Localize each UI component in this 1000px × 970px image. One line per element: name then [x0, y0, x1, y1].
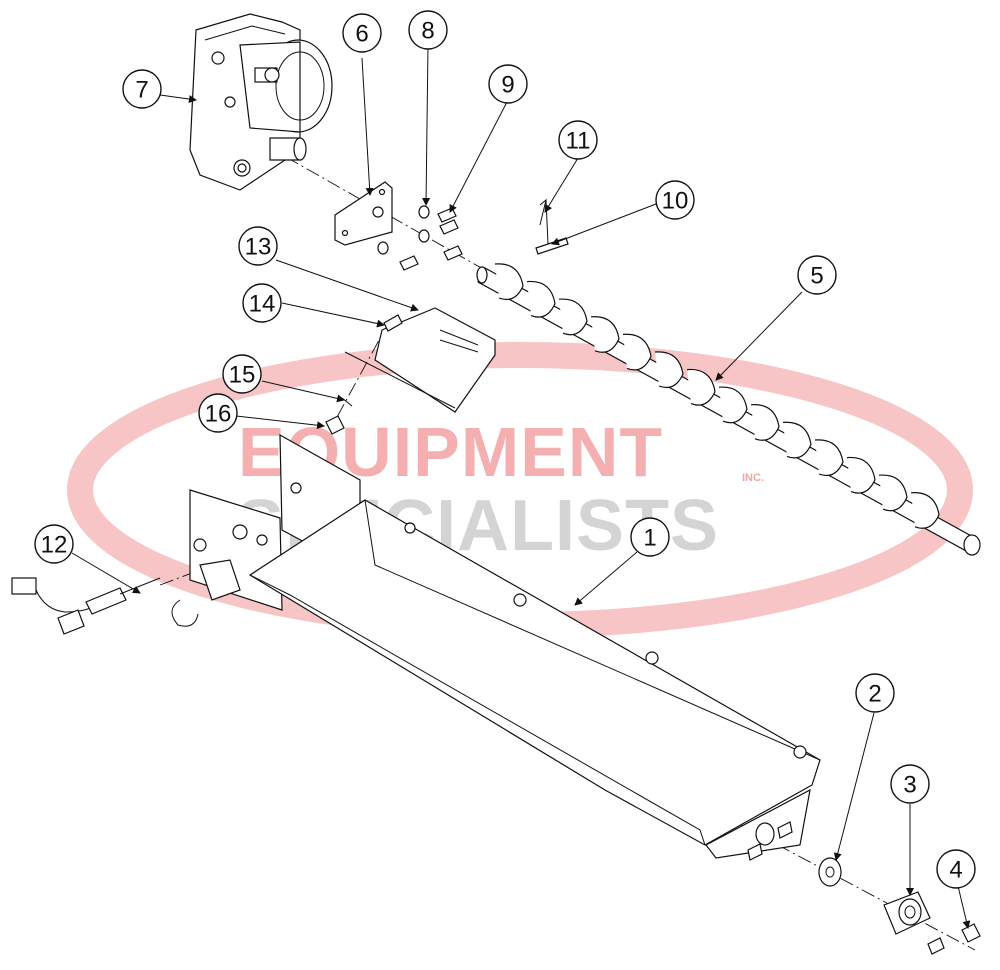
callout-number-5: 5 — [810, 263, 823, 290]
part-13-shield — [344, 307, 496, 413]
callout-bubble-12 — [34, 524, 74, 564]
callout-bubble-7 — [122, 69, 162, 109]
part-14-screw — [383, 314, 403, 332]
part-5-auger — [476, 263, 981, 556]
callout-number-13: 13 — [245, 234, 272, 261]
auger-flight — [686, 368, 716, 406]
auger-flight — [622, 333, 652, 371]
part-2-spacer — [818, 857, 842, 887]
callout-bubble-1 — [630, 517, 670, 557]
callout-number-6: 6 — [355, 21, 368, 48]
shield-mount-centerline — [329, 319, 391, 431]
auger-flight — [526, 280, 556, 318]
callout-bubble-6 — [342, 13, 382, 53]
callout-number-1: 1 — [643, 525, 656, 552]
callout-number-9: 9 — [501, 72, 514, 99]
auger-flight — [782, 421, 812, 459]
callout-3: 3 — [890, 764, 930, 804]
part-10-coupling-pin — [535, 237, 569, 255]
auger-flight — [878, 474, 908, 512]
part-3-bearing — [883, 891, 945, 955]
callout-11: 11 — [558, 120, 598, 160]
part-1-trough-frame — [171, 433, 821, 861]
callout-12: 12 — [34, 524, 74, 564]
auger-flight — [494, 263, 524, 301]
watermark-line1-suffix: INC. — [742, 472, 764, 484]
auger-flight — [750, 404, 780, 441]
callout-2: 2 — [855, 673, 895, 713]
part-7-motor-gearbox — [189, 13, 333, 191]
callout-bubble-13 — [238, 226, 278, 266]
callout-14: 14 — [242, 283, 282, 323]
callout-9: 9 — [488, 64, 528, 104]
callout-bubble-10 — [655, 180, 695, 220]
callout-7: 7 — [122, 69, 162, 109]
callout-number-16: 16 — [205, 401, 232, 428]
auger-flight — [846, 456, 876, 494]
callout-bubble-4 — [936, 849, 976, 889]
auger-flight — [718, 386, 748, 424]
callout-15: 15 — [222, 354, 262, 394]
callout-6: 6 — [342, 13, 382, 53]
auger-flight — [558, 298, 588, 336]
callout-16: 16 — [198, 393, 238, 433]
part-4-nut — [961, 923, 981, 943]
part-11-hitch-clip — [539, 198, 549, 245]
callout-bubble-5 — [797, 255, 837, 295]
callout-8: 8 — [408, 10, 448, 50]
callout-bubble-3 — [890, 764, 930, 804]
part-16-nut — [325, 415, 345, 435]
callout-bubble-9 — [488, 64, 528, 104]
callout-4: 4 — [936, 849, 976, 889]
callout-1: 1 — [630, 517, 670, 557]
part-6-mount-plate — [334, 181, 393, 246]
callout-number-10: 10 — [662, 188, 689, 215]
callout-number-12: 12 — [41, 532, 68, 559]
auger-flight — [590, 316, 620, 353]
callout-bubble-16 — [198, 393, 238, 433]
callout-bubble-14 — [242, 283, 282, 323]
callout-bubble-15 — [222, 354, 262, 394]
callout-number-3: 3 — [903, 772, 916, 799]
part-9-bolts — [399, 207, 463, 271]
callout-number-11: 11 — [566, 128, 591, 155]
part-8-lock-washers — [377, 205, 430, 255]
part-12-wire-harness — [11, 577, 161, 635]
callout-number-7: 7 — [135, 77, 148, 104]
callout-number-8: 8 — [421, 18, 434, 45]
callout-number-4: 4 — [949, 857, 962, 884]
callout-bubble-2 — [855, 673, 895, 713]
callout-bubble-11 — [558, 120, 598, 160]
callout-5: 5 — [797, 255, 837, 295]
auger-flight — [814, 439, 844, 477]
callout-bubble-8 — [408, 10, 448, 50]
leader-lines — [71, 44, 971, 929]
callout-number-14: 14 — [249, 291, 276, 318]
callout-13: 13 — [238, 226, 278, 266]
auger-flight — [654, 351, 684, 389]
callout-10: 10 — [655, 180, 695, 220]
auger-flight — [910, 492, 940, 529]
callout-number-2: 2 — [868, 681, 881, 708]
callout-number-15: 15 — [229, 362, 256, 389]
